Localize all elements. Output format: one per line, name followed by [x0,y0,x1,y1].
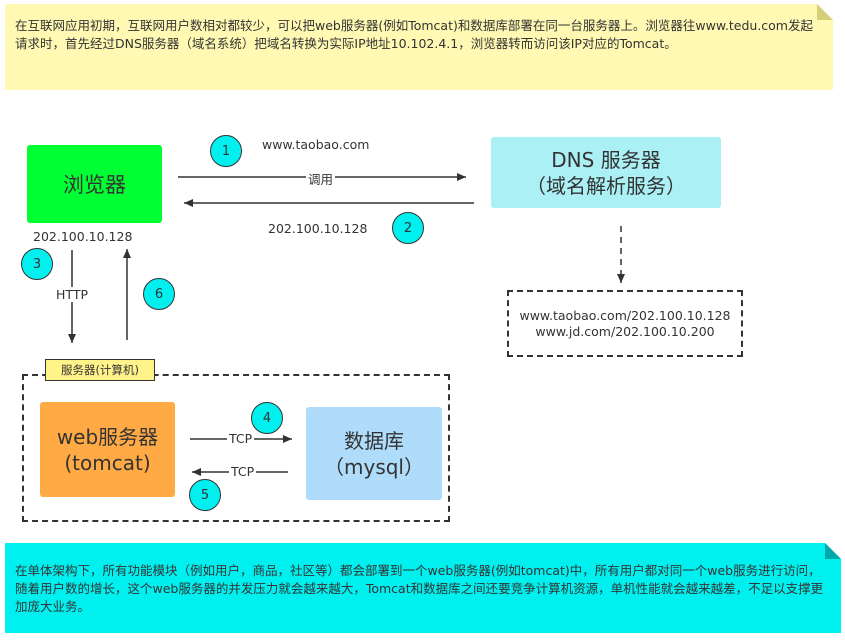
database-title: 数据库 [344,428,404,453]
web-server-title: web服务器 [56,424,159,449]
step-3-badge: 3 [21,248,53,280]
intro-note-text: 在互联网应用初期，互联网用户数相对都较少，可以把web服务器(例如Tomcat)… [15,18,813,51]
dns-server-title: DNS 服务器 [551,147,661,172]
intro-note: 在互联网应用初期，互联网用户数相对都较少，可以把web服务器(例如Tomcat)… [5,4,833,90]
browser-node: 浏览器 [27,145,162,223]
dns-mapping-table: www.taobao.com/202.100.10.128 www.jd.com… [507,290,743,357]
edge-label-tcp-back: TCP [229,464,257,479]
browser-node-label: 浏览器 [63,173,126,197]
step-2-badge: 2 [392,212,424,244]
web-server-node: web服务器 (tomcat) [40,402,175,497]
browser-ip-label: 202.100.10.128 [33,229,133,244]
dns-server-node: DNS 服务器 （域名解析服务） [491,137,721,208]
server-group-label: 服务器(计算机) [45,359,155,381]
step-6-badge: 6 [143,278,175,310]
dns-mapping-row-2: www.jd.com/202.100.10.200 [535,323,715,339]
step-5-badge: 5 [189,479,221,511]
web-server-subtitle: (tomcat) [64,450,151,475]
step-4-badge: 4 [251,402,283,434]
server-group [22,374,450,522]
dns-server-subtitle: （域名解析服务） [526,173,686,198]
database-node: 数据库 （mysql） [306,407,442,500]
edge-label-request-domain: www.taobao.com [262,137,370,152]
step-1-badge: 1 [210,135,242,167]
edge-label-tcp-out: TCP [227,431,255,446]
dns-mapping-row-1: www.taobao.com/202.100.10.128 [519,307,731,323]
summary-note-text: 在单体架构下，所有功能模块（例如用户，商品，社区等）都会部署到一个web服务器(… [15,563,824,614]
edge-label-resolved-ip: 202.100.10.128 [268,221,368,236]
edge-label-call: 调用 [306,169,336,188]
database-subtitle: （mysql） [324,454,424,479]
summary-note: 在单体架构下，所有功能模块（例如用户，商品，社区等）都会部署到一个web服务器(… [5,543,841,633]
edge-label-http: HTTP [54,287,90,302]
